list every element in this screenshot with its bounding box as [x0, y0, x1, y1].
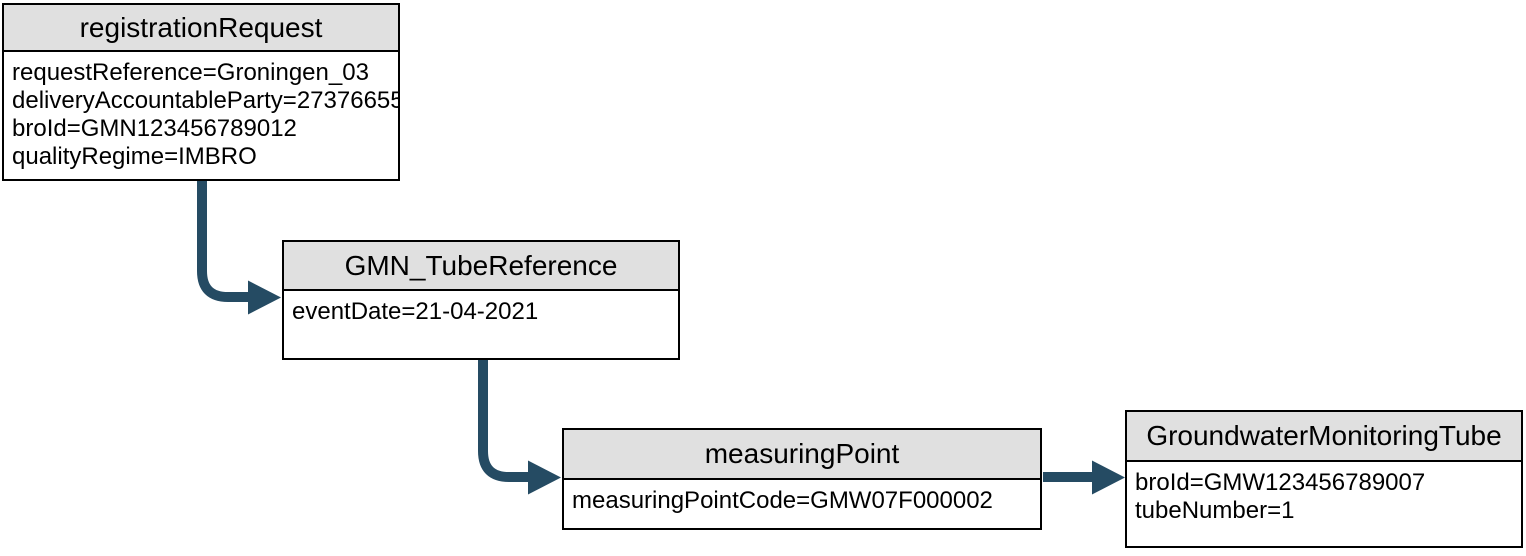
attribute-bro-id: broId=GMW123456789007: [1135, 469, 1426, 496]
node-title-text: registrationRequest: [79, 11, 323, 43]
node-groundwater-monitoring-tube-body: broId=GMW123456789007 tubeNumber=1: [1127, 462, 1521, 546]
node-groundwater-monitoring-tube: GroundwaterMonitoringTube broId=GMW12345…: [1125, 410, 1523, 548]
attribute-event-date: eventDate=21-04-2021: [292, 298, 539, 325]
attribute-tube-number: tubeNumber=1: [1135, 497, 1295, 524]
node-registration-request-body: requestReference=Groningen_03 deliveryAc…: [4, 52, 398, 179]
attribute-measuring-point-code: measuringPointCode=GMW07F000002: [572, 487, 993, 514]
node-groundwater-monitoring-tube-title: GroundwaterMonitoringTube: [1127, 412, 1521, 462]
attribute-bro-id: broId=GMN123456789012: [12, 115, 297, 142]
node-registration-request-title: registrationRequest: [4, 5, 398, 52]
attribute-quality-regime: qualityRegime=IMBRO: [12, 143, 257, 170]
node-measuring-point-body: measuringPointCode=GMW07F000002: [564, 480, 1040, 528]
node-registration-request: registrationRequest requestReference=Gro…: [2, 3, 400, 181]
node-title-text: GMN_TubeReference: [344, 249, 618, 281]
node-gmn-tube-reference: GMN_TubeReference eventDate=21-04-2021: [282, 240, 680, 360]
connector-registrationRequest-to-GMN_TubeReference: [197, 181, 249, 302]
node-gmn-tube-reference-title: GMN_TubeReference: [284, 242, 678, 291]
connector-GMN_TubeReference-to-measuringPoint: [478, 360, 529, 482]
arrowhead-GMN_TubeReference: [248, 280, 281, 315]
node-measuring-point-title: measuringPoint: [564, 430, 1040, 480]
node-title-text: GroundwaterMonitoringTube: [1146, 420, 1502, 451]
arrowhead-measuringPoint: [528, 460, 561, 495]
arrowhead-GroundwaterMonitoringTube: [1092, 460, 1125, 495]
node-gmn-tube-reference-body: eventDate=21-04-2021: [284, 291, 678, 358]
attribute-delivery-accountable-party: deliveryAccountableParty=27376655: [12, 87, 398, 114]
attribute-request-reference: requestReference=Groningen_03: [12, 59, 369, 86]
node-measuring-point: measuringPoint measuringPointCode=GMW07F…: [562, 428, 1042, 530]
node-title-text: measuringPoint: [704, 438, 900, 469]
